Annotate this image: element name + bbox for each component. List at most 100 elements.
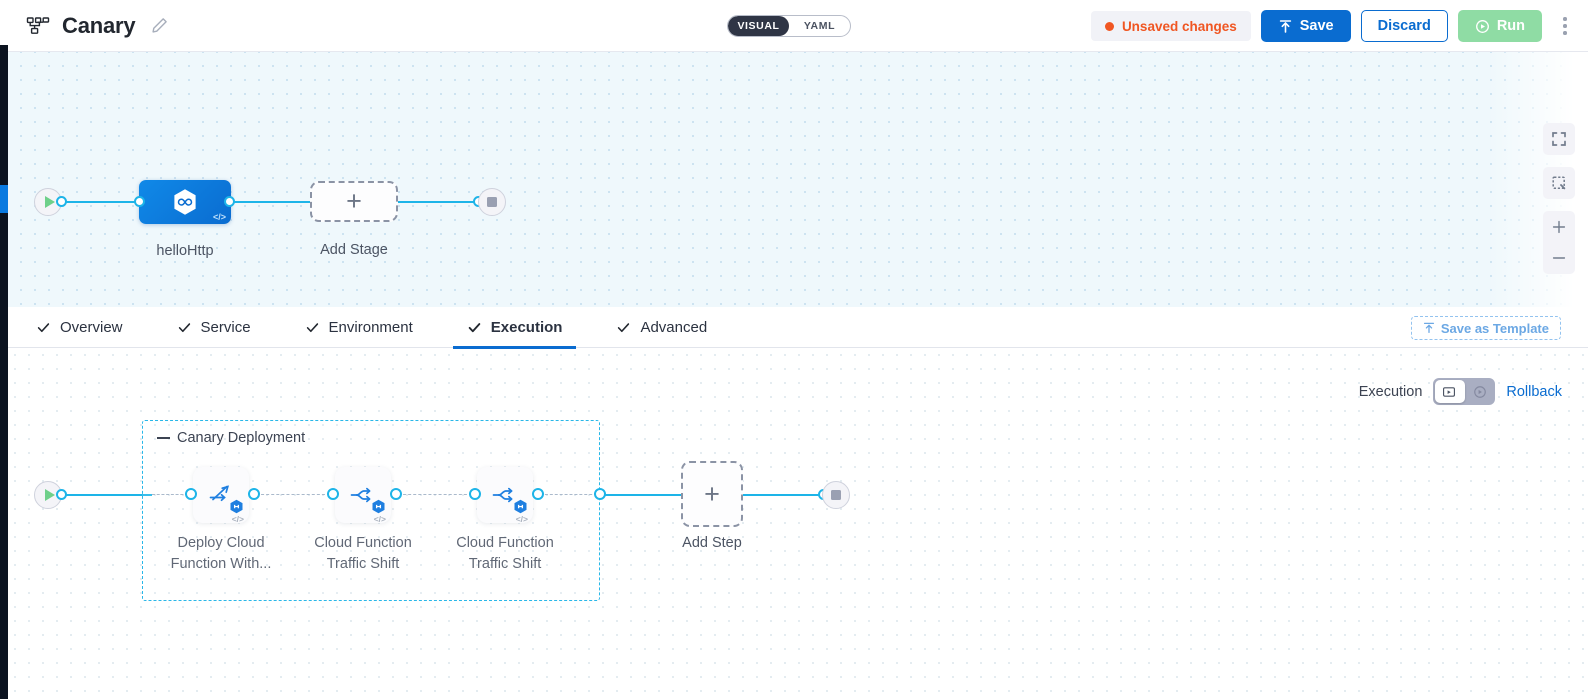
tab-service[interactable]: Service — [163, 307, 265, 348]
edge-addstage-to-end — [398, 201, 480, 203]
zoom-in-icon — [1552, 220, 1566, 234]
check-icon — [618, 322, 630, 332]
stop-icon — [487, 197, 497, 207]
step1-output-port[interactable] — [248, 488, 260, 500]
add-stage-button[interactable]: + — [310, 181, 398, 222]
step-label-line2: Function With... — [170, 556, 272, 572]
unsaved-changes-badge: Unsaved changes — [1090, 11, 1251, 41]
toggle-knob — [1435, 380, 1466, 403]
harness-hex-badge — [372, 499, 385, 514]
step1-input-port[interactable] — [185, 488, 197, 500]
step-node-traffic-shift-2[interactable]: </> — [477, 467, 533, 524]
rollback-link[interactable]: Rollback — [1506, 383, 1562, 400]
discard-button[interactable]: Discard — [1360, 10, 1448, 42]
view-mode-toggle[interactable]: VISUAL YAML — [727, 15, 851, 37]
save-button[interactable]: Save — [1260, 10, 1351, 42]
pipeline-stage-canvas[interactable]: </> helloHttp + Add Stage — [0, 45, 1588, 307]
code-mark-icon: </> — [373, 514, 386, 524]
stage-end-terminal[interactable] — [478, 188, 506, 216]
edge-start-to-hellohttp — [60, 201, 142, 203]
tab-environment[interactable]: Environment — [291, 307, 427, 348]
run-label: Run — [1496, 18, 1525, 34]
rollback-play-circle-icon[interactable] — [1464, 385, 1495, 399]
play-circle-icon — [1475, 19, 1489, 33]
edge-hellohttp-to-addstage — [228, 201, 310, 203]
zoom-to-fit-icon — [1552, 176, 1566, 190]
save-label: Save — [1299, 18, 1334, 34]
step-group-output-port[interactable] — [594, 488, 606, 500]
execution-rollback-switch-row[interactable]: Execution Rollback — [1359, 378, 1562, 405]
tab-execution[interactable]: Execution — [452, 307, 577, 349]
check-icon — [37, 322, 50, 332]
code-mark-icon: </> — [212, 212, 226, 222]
hellohttp-output-port[interactable] — [224, 196, 235, 207]
code-mark-icon: </> — [515, 514, 528, 524]
edge-dashed-step1-step2 — [256, 494, 330, 495]
step2-output-port[interactable] — [390, 488, 402, 500]
save-as-template-label: Save as Template — [1440, 320, 1549, 336]
tab-overview[interactable]: Overview — [22, 307, 137, 348]
traffic-shift-icon — [492, 487, 513, 503]
execution-play-box-icon[interactable] — [1433, 385, 1464, 399]
play-icon — [44, 196, 55, 208]
deploy-cloud-function-icon — [209, 485, 230, 502]
pencil-icon[interactable] — [151, 17, 168, 34]
view-mode-visual[interactable]: VISUAL — [728, 16, 789, 36]
tab-label: Environment — [328, 318, 413, 336]
kebab-menu-icon[interactable] — [1554, 10, 1576, 42]
step-label-deploy-cloud-function: Deploy Cloud Function With... — [146, 533, 296, 575]
execution-start-output-port[interactable] — [56, 489, 67, 500]
play-icon — [44, 489, 55, 501]
step3-output-port[interactable] — [532, 488, 544, 500]
header-actions: Unsaved changes Save Discard Run — [1090, 0, 1576, 52]
step-label-line1: Cloud Function — [456, 535, 554, 551]
unsaved-changes-label: Unsaved changes — [1121, 18, 1237, 34]
page-title: Canary — [62, 12, 136, 38]
edge-group-to-addstep — [600, 494, 682, 496]
canvas-controls[interactable] — [1543, 123, 1575, 274]
edge-addstep-to-end — [742, 494, 824, 496]
unsaved-dot-icon — [1104, 21, 1114, 31]
left-nav-rail[interactable] — [0, 45, 8, 699]
fullscreen-button[interactable] — [1543, 123, 1575, 155]
zoom-controls[interactable] — [1543, 211, 1575, 274]
stage-node-hellohttp[interactable]: </> — [139, 180, 231, 224]
check-icon — [306, 322, 318, 332]
collapse-bar-icon[interactable] — [157, 436, 170, 440]
tab-label: Overview — [60, 318, 123, 336]
upload-icon — [1279, 19, 1291, 33]
execution-steps-canvas[interactable]: Execution Rollback — [8, 348, 1588, 699]
step-label-traffic-shift-1: Cloud Function Traffic Shift — [288, 533, 438, 575]
step-node-traffic-shift-1[interactable]: </> — [335, 467, 391, 524]
zoom-out-button[interactable] — [1543, 243, 1575, 274]
zoom-in-button[interactable] — [1543, 212, 1575, 243]
tab-advanced[interactable]: Advanced — [602, 307, 721, 348]
step-node-deploy-cloud-function[interactable]: </> — [193, 467, 249, 524]
add-stage-label: Add Stage — [320, 242, 388, 258]
step2-input-port[interactable] — [327, 488, 339, 500]
tab-label: Execution — [490, 318, 563, 336]
zoom-out-icon — [1552, 257, 1566, 259]
run-button[interactable]: Run — [1457, 10, 1542, 42]
execution-rollback-toggle[interactable] — [1433, 378, 1496, 405]
section-tabs[interactable]: Overview Service Environment Execution A… — [8, 307, 1588, 349]
view-mode-yaml[interactable]: YAML — [803, 20, 836, 32]
hellohttp-input-port[interactable] — [134, 196, 145, 207]
left-rail-active-indicator — [0, 185, 8, 213]
step3-input-port[interactable] — [469, 488, 481, 500]
execution-switch-label: Execution — [1358, 383, 1423, 400]
start-output-port[interactable] — [56, 196, 67, 207]
code-mark-icon: </> — [231, 514, 244, 524]
step-group-header: Canary Deployment — [157, 430, 305, 446]
check-icon — [468, 322, 481, 332]
plus-icon: + — [704, 478, 720, 509]
template-upload-icon — [1423, 322, 1434, 334]
app-header: Canary VISUAL YAML Unsaved changes Save … — [0, 0, 1588, 52]
step-label-line1: Cloud Function — [314, 535, 412, 551]
execution-end-terminal[interactable] — [822, 481, 850, 509]
harness-hex-icon — [174, 189, 196, 215]
header-left: Canary — [0, 13, 168, 39]
save-as-template-button[interactable]: Save as Template — [1410, 316, 1561, 340]
add-step-button[interactable]: + — [681, 461, 743, 527]
zoom-to-fit-button[interactable] — [1543, 167, 1575, 199]
